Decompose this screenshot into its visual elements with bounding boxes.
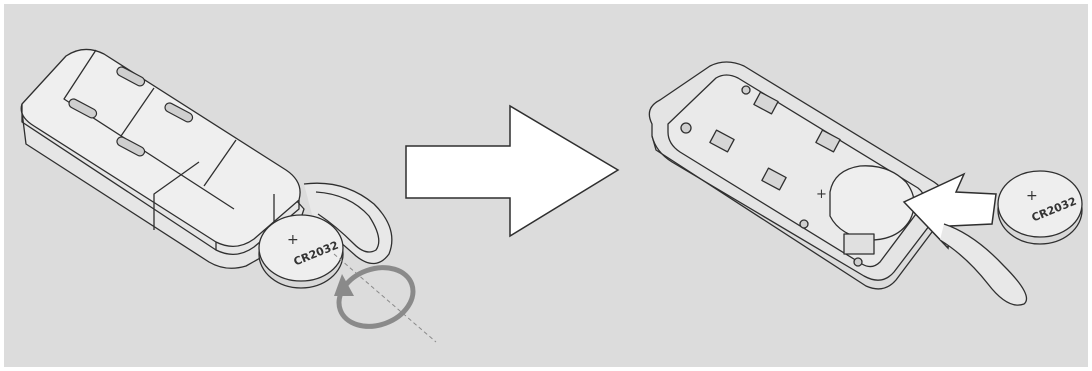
battery-replacement-diagram: + CR2032	[4, 4, 1088, 367]
slot-plus-sign: +	[816, 187, 827, 202]
coin-battery-right: + CR2032	[998, 171, 1082, 244]
battery-plus-right: +	[1026, 188, 1038, 204]
battery-plus-left: +	[287, 232, 299, 248]
coin-battery-left: + CR2032	[259, 215, 343, 288]
